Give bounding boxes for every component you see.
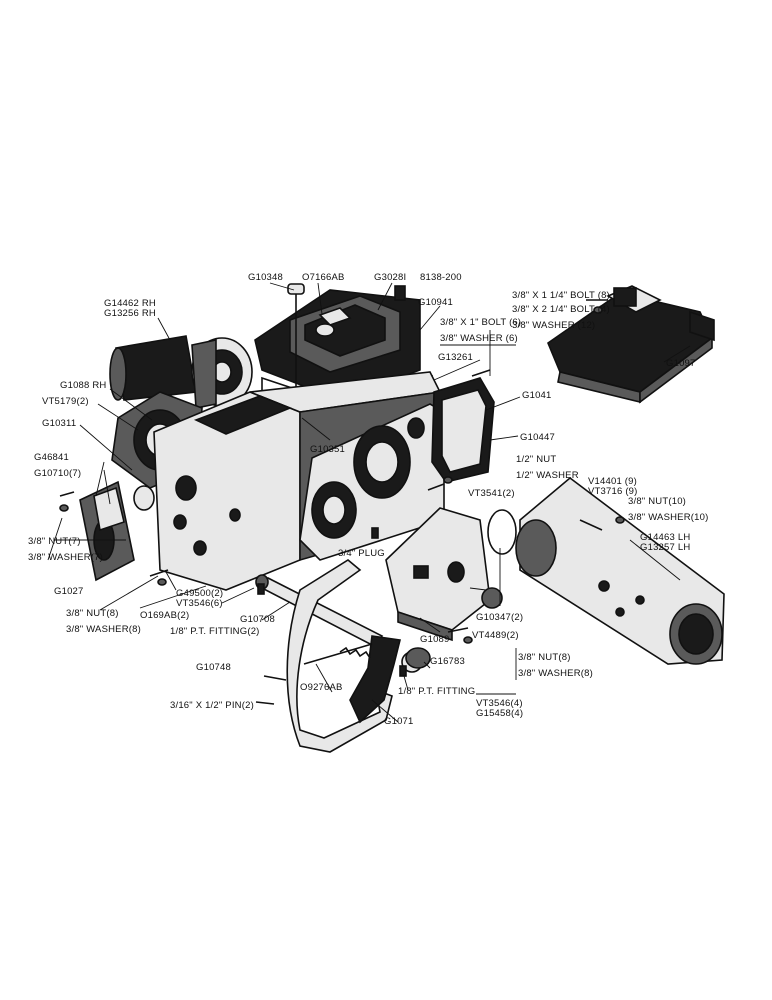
leader-lines	[47, 282, 691, 723]
label-pin2: 3/16" X 1/2" PIN(2)	[170, 700, 254, 711]
label-g1071: G1071	[384, 716, 414, 727]
bushing-vt4489	[481, 587, 503, 609]
label-vt5179: VT5179(2)	[42, 396, 89, 407]
label-g3028i: G3028I	[374, 272, 406, 283]
label-o7166ab: O7166AB	[302, 272, 345, 283]
label-v14401: V14401 (9)	[588, 476, 637, 487]
label-g14463lh: G14463 LH	[640, 532, 690, 543]
bolt-8138-200	[394, 285, 406, 301]
label-g10348: G10348	[248, 272, 283, 283]
label-g10710: G10710(7)	[34, 468, 81, 479]
axle-housing-rh	[109, 335, 253, 409]
label-g49500: G49500(2)	[176, 588, 223, 599]
label-g10351: G10351	[310, 444, 345, 455]
label-o9276ab: O9276AB	[300, 682, 343, 693]
label-nut7: 3/8" NUT(7)	[28, 536, 81, 547]
brake-pedal-g1071	[286, 559, 423, 753]
pto-housing-g1089	[385, 507, 491, 642]
label-vt3546-6: VT3546(6)	[176, 598, 223, 609]
label-o169ab: O169AB(2)	[140, 610, 189, 621]
label-vt3541: VT3541(2)	[468, 488, 515, 499]
label-washer10: 3/8" WASHER(10)	[628, 512, 708, 523]
cover-plate-g1097	[547, 285, 715, 404]
label-g46841: G46841	[34, 452, 69, 463]
label-washer7: 3/8" WASHER(7)	[28, 552, 103, 563]
part-labels: G10348 O7166AB G3028I 8138-200 3/8" X 1 …	[28, 272, 708, 727]
label-pt-fitting: 1/8" P.T. FITTING	[398, 686, 475, 697]
label-vt4489: VT4489(2)	[472, 630, 519, 641]
cover-g1027	[79, 480, 135, 582]
label-g10347: G10347(2)	[476, 612, 523, 623]
label-g10748: G10748	[196, 662, 231, 673]
label-plug: 3/4" PLUG	[338, 548, 385, 559]
label-nut8a: 3/8" NUT(8)	[66, 608, 119, 619]
bushing-g16783	[405, 647, 431, 669]
label-bolt6: 3/8" X 1" BOLT (6)	[440, 317, 521, 328]
label-g13257lh: G13257 LH	[640, 542, 690, 553]
label-washer6: 3/8" WASHER (6)	[440, 333, 518, 344]
label-8138-200: 8138-200	[420, 272, 462, 283]
label-nut10: 3/8" NUT(10)	[628, 496, 686, 507]
label-g14462rh: G14462 RH	[104, 298, 156, 309]
label-washer8a: 3/8" WASHER(8)	[66, 624, 141, 635]
label-washer12: 3/8" WASHER (12)	[512, 320, 595, 331]
label-g13256rh: G13256 RH	[104, 308, 156, 319]
label-vt3716: VT3716 (9)	[588, 486, 638, 497]
shaft-g10708	[255, 574, 384, 648]
transmission-housing	[153, 371, 445, 591]
label-vt3546-4: VT3546(4)	[476, 698, 523, 709]
label-pt-fitting-2: 1/8" P.T. FITTING(2)	[170, 626, 260, 637]
label-g13261: G13261	[438, 352, 473, 363]
axle-housing-lh	[515, 476, 725, 665]
label-g10708: G10708	[240, 614, 275, 625]
label-washer8b: 3/8" WASHER(8)	[518, 668, 593, 679]
label-bolt4: 3/8" X 2 1/4" BOLT (4)	[512, 304, 610, 315]
label-g16783: G16783	[430, 656, 465, 667]
label-g10447: G10447	[520, 432, 555, 443]
label-g1027: G1027	[54, 586, 84, 597]
side-cover-g1041	[431, 377, 495, 483]
label-g10941: G10941	[418, 297, 453, 308]
label-nut8b: 3/8" NUT(8)	[518, 652, 571, 663]
small-hardware	[59, 299, 625, 705]
label-g1041: G1041	[522, 390, 552, 401]
seal-ring-g10347	[487, 509, 517, 555]
label-g1097: G1097	[666, 358, 696, 369]
label-nut-a: 1/2" NUT	[516, 454, 556, 465]
label-g15458: G15458(4)	[476, 708, 523, 719]
label-g10311: G10311	[42, 418, 76, 429]
label-g1088rh: G1088 RH	[60, 380, 106, 391]
label-bolt8: 3/8" X 1 1/4" BOLT (8)	[512, 290, 610, 301]
label-g1089: G1089	[420, 634, 450, 645]
label-washer-a: 1/2" WASHER	[516, 470, 579, 481]
